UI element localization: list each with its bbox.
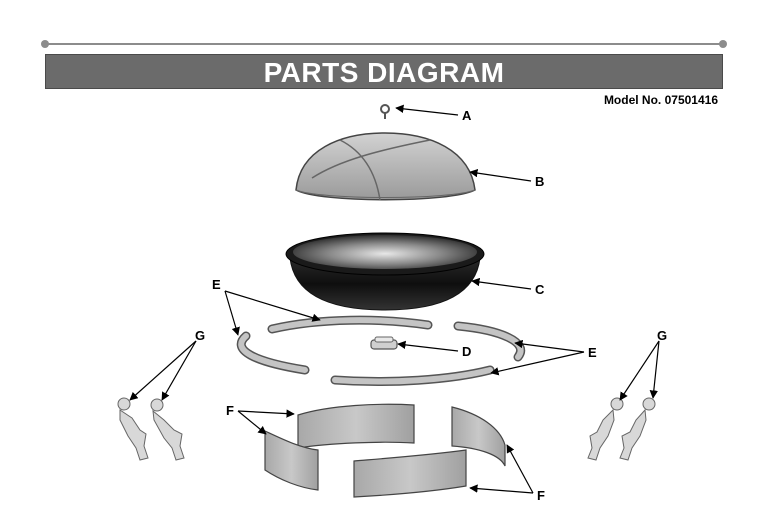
part-g-legs-left: [117, 397, 185, 461]
label-g-right: G: [657, 328, 667, 343]
label-f-right: F: [537, 488, 545, 503]
label-d: D: [462, 344, 471, 359]
leader-arrows: [129, 104, 660, 494]
label-a: A: [462, 108, 472, 123]
label-g-left: G: [195, 328, 205, 343]
label-e-left: E: [212, 277, 221, 292]
model-number: Model No. 07501416: [603, 93, 718, 107]
title-banner: PARTS DIAGRAM: [45, 54, 723, 89]
part-b-dome: [295, 132, 476, 201]
part-e-rails: [236, 315, 525, 387]
part-d-ring: [370, 336, 398, 350]
rule-right-dot: [719, 40, 727, 48]
label-b: B: [535, 174, 544, 189]
label-f-left: F: [226, 403, 234, 418]
page-title: PARTS DIAGRAM: [263, 57, 505, 88]
rule-left-dot: [41, 40, 49, 48]
part-g-legs-right: [587, 397, 656, 461]
part-a-knob: [380, 104, 390, 119]
part-f-panels: [264, 403, 506, 498]
label-e-right: E: [588, 345, 597, 360]
part-c-bowl: [285, 232, 485, 311]
part-labels: A B C D E E F F G G: [195, 108, 667, 503]
label-c: C: [535, 282, 545, 297]
top-rule: [44, 43, 723, 45]
